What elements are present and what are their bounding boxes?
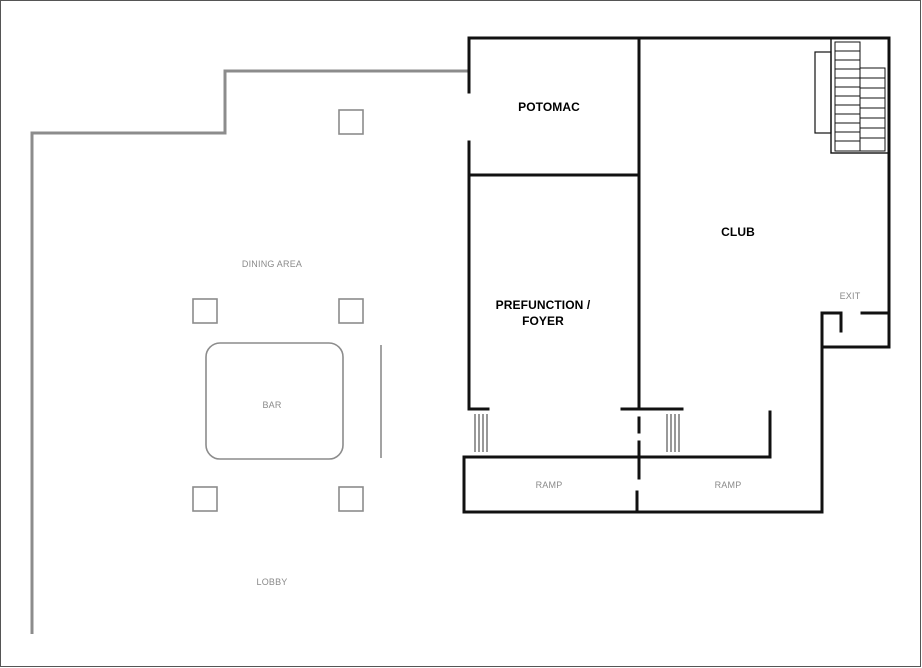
room-label-potomac: POTOMAC [518,99,580,114]
columns [192,109,364,512]
room-label-prefunction: PREFUNCTION / FOYER [496,297,591,329]
column [192,298,218,324]
stair-flight-left [834,41,861,152]
walls [462,36,891,514]
room-label-ramp-left: RAMP [535,479,563,490]
room-label-prefunction-line2: FOYER [522,314,564,328]
staircase [814,37,890,154]
room-label-bar: BAR [262,399,282,410]
column [338,298,364,324]
stair-handrail [814,51,832,134]
room-label-ramp-right: RAMP [714,479,742,490]
column [338,109,364,135]
stair-flight-right [859,67,886,152]
room-label-lobby: LOBBY [256,576,288,587]
ramp-steps-left [474,414,488,452]
room-label-club: CLUB [721,224,755,239]
column [338,486,364,512]
room-label-prefunction-line1: PREFUNCTION / [495,297,591,312]
ramp-steps-right [666,414,680,452]
wall-club-south [462,311,891,514]
wall-exit-vestibule [820,311,843,349]
room-label-dining-area: DINING AREA [241,258,303,269]
bar-counter [205,342,344,460]
room-label-exit: EXIT [839,290,861,301]
column [192,486,218,512]
dining-area-outline [30,69,469,634]
